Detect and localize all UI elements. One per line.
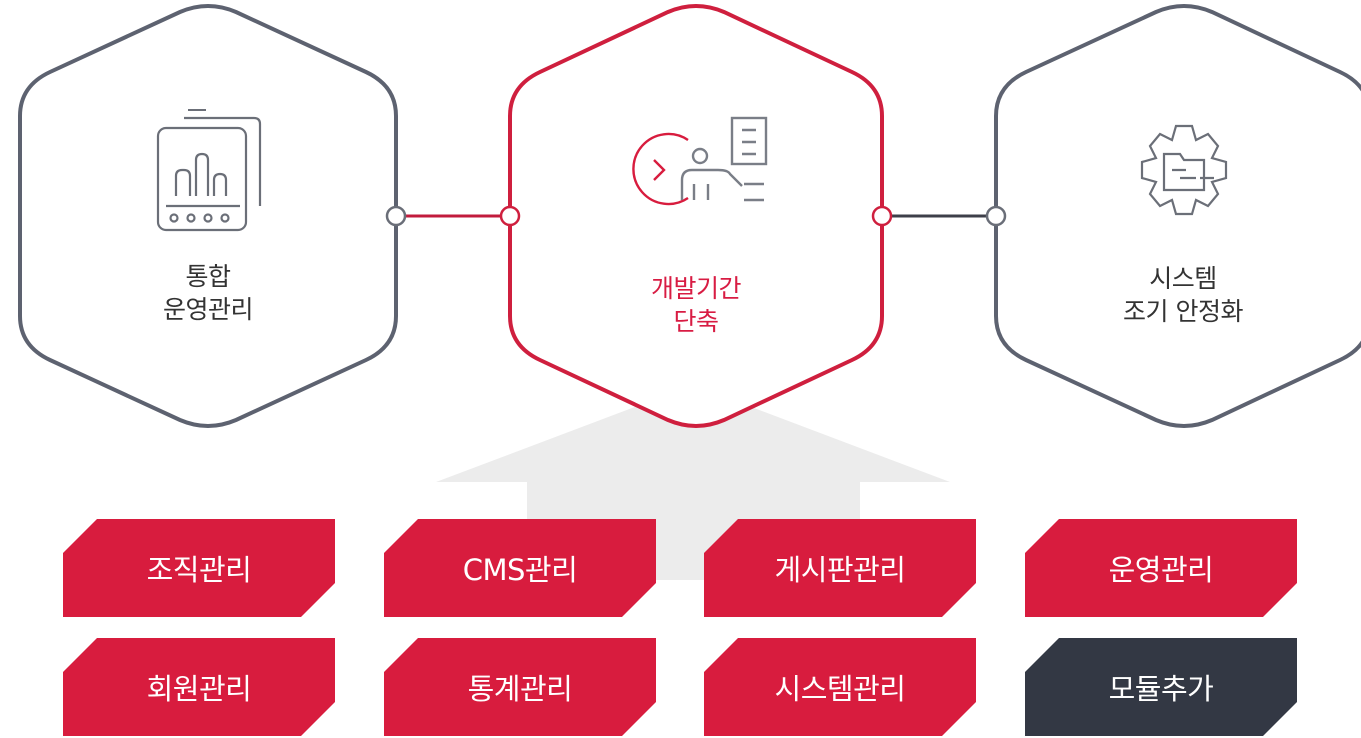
gear-folder-icon [1140, 124, 1228, 216]
module-label: 게시판관리 [774, 553, 906, 587]
module-label: CMS관리 [462, 553, 578, 587]
hexagon-development-period [508, 4, 884, 428]
benefit-line2: 단축 [673, 307, 719, 336]
module-board-button[interactable]: 게시판관리 [704, 519, 976, 617]
module-label: 통계관리 [467, 672, 573, 706]
benefit-line1: 통합 [185, 262, 231, 291]
module-organization-button[interactable]: 조직관리 [63, 519, 335, 617]
module-operations-button[interactable]: 운영관리 [1025, 519, 1297, 617]
benefit-label-development-period: 개발기간 단축 [566, 272, 826, 338]
benefit-label-system-stabilization: 시스템 조기 안정화 [1053, 262, 1313, 328]
dashboard-report-icon [156, 109, 262, 232]
module-add-button[interactable]: 모듈추가 [1025, 638, 1297, 736]
module-members-button[interactable]: 회원관리 [63, 638, 335, 736]
connector-node [985, 205, 1007, 227]
module-label: 모듈추가 [1108, 672, 1214, 706]
module-cms-button[interactable]: CMS관리 [384, 519, 656, 617]
module-system-button[interactable]: 시스템관리 [704, 638, 976, 736]
connector-node [499, 205, 521, 227]
connector-node [871, 205, 893, 227]
benefit-line1: 개발기간 [650, 274, 742, 303]
module-label: 운영관리 [1108, 553, 1214, 587]
benefit-line2: 조기 안정화 [1123, 297, 1243, 326]
module-label: 시스템관리 [774, 672, 906, 706]
benefit-line2: 운영관리 [162, 295, 254, 324]
clock-presenter-icon [632, 116, 768, 206]
module-label: 조직관리 [146, 553, 252, 587]
benefit-label-integrated-operations: 통합 운영관리 [78, 260, 338, 326]
connector-node [385, 205, 407, 227]
module-statistics-button[interactable]: 통계관리 [384, 638, 656, 736]
module-label: 회원관리 [146, 672, 252, 706]
benefit-line1: 시스템 [1149, 264, 1217, 293]
hexagon-system-stabilization [994, 4, 1361, 428]
